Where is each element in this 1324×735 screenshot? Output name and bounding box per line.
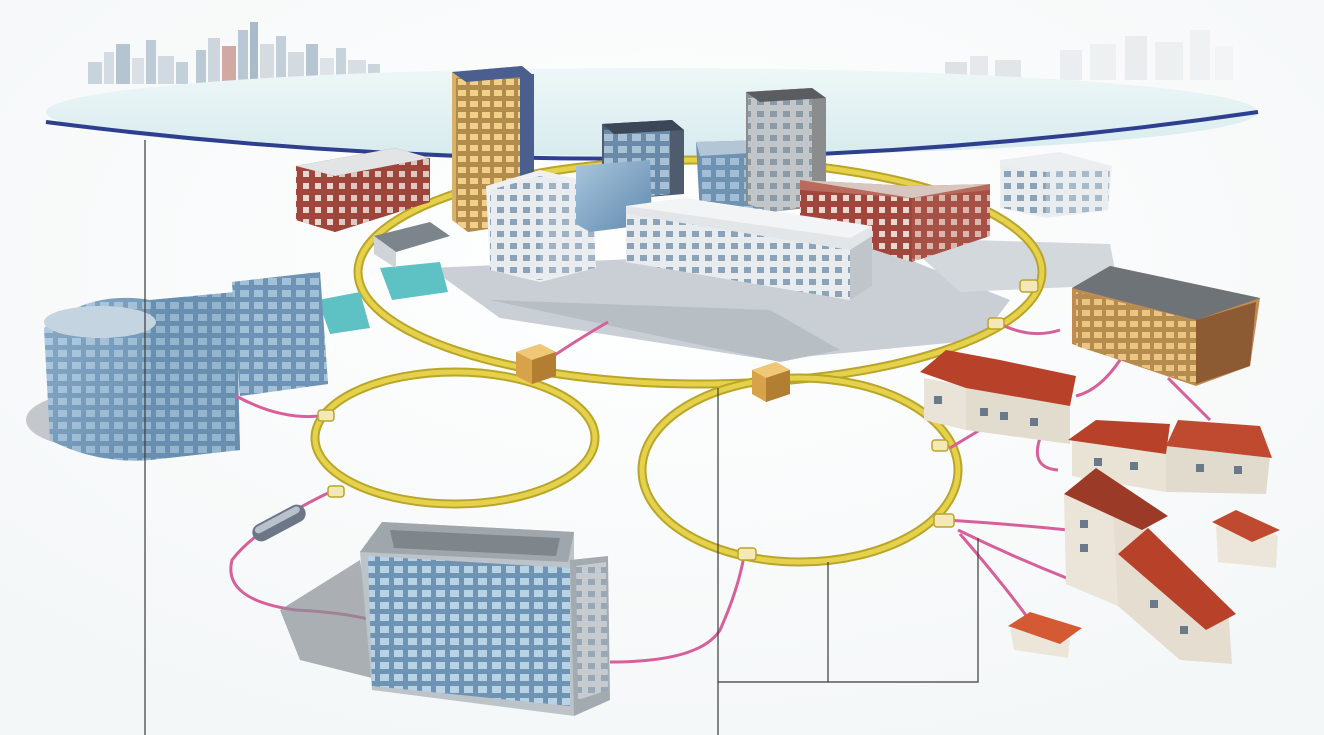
house-icon [1212,510,1280,568]
office-tower-icon [280,522,610,716]
house-icon [1064,468,1236,664]
office-tower-icon [486,170,596,282]
water-channel [318,292,370,334]
right-callout [718,538,979,683]
horizon-disc [46,68,1258,156]
network-node-icon [516,344,556,384]
fiber-cable-icon [252,504,306,542]
office-tower-icon [746,88,826,212]
plaza-platform [900,238,1118,292]
house-icon [920,350,1076,444]
network-node-icon [317,279,1039,561]
office-tower-icon [296,148,430,232]
office-tower-icon [1072,266,1260,386]
office-tower-icon [26,272,328,461]
network-node-icon [752,362,790,402]
office-tower-icon [1000,152,1112,218]
house-icon [1008,612,1082,658]
city-skyline-icon [945,30,1233,80]
office-tower-icon [626,198,872,300]
